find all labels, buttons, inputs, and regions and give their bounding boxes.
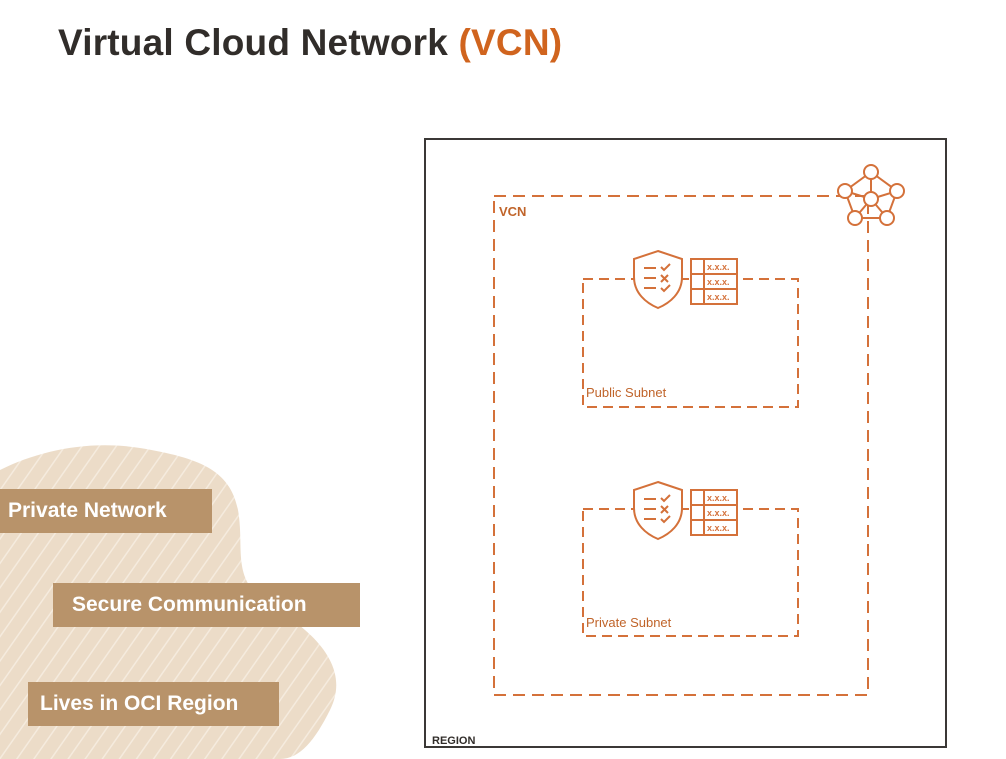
feature-pill-secure-communication: Secure Communication [53,583,360,627]
route-entry: x.x.x. [707,523,730,533]
region-box [424,138,947,748]
route-entry: x.x.x. [707,277,730,287]
private-subnet-boundary [582,508,799,637]
title-accent: (VCN) [458,22,563,63]
vcn-network-icon [837,164,905,226]
route-table-icon [690,489,738,536]
feature-pill-private-network: Private Network [0,489,212,533]
public-subnet-boundary [582,278,799,408]
title-main: Virtual Cloud Network [58,22,449,63]
route-entry: x.x.x. [707,262,730,272]
route-entry: x.x.x. [707,508,730,518]
route-entry: x.x.x. [707,292,730,302]
vcn-label: VCN [499,204,527,219]
public-subnet-label: Public Subnet [586,385,667,400]
security-list-shield-icon [633,480,683,541]
private-subnet-label: Private Subnet [586,615,672,630]
page-title: Virtual Cloud Network (VCN) [58,22,562,64]
route-entry: x.x.x. [707,493,730,503]
region-label: REGION [432,735,476,747]
route-table-icon [690,258,738,305]
feature-pill-lives-in-region: Lives in OCI Region [28,682,279,726]
security-list-shield-icon [633,249,683,310]
